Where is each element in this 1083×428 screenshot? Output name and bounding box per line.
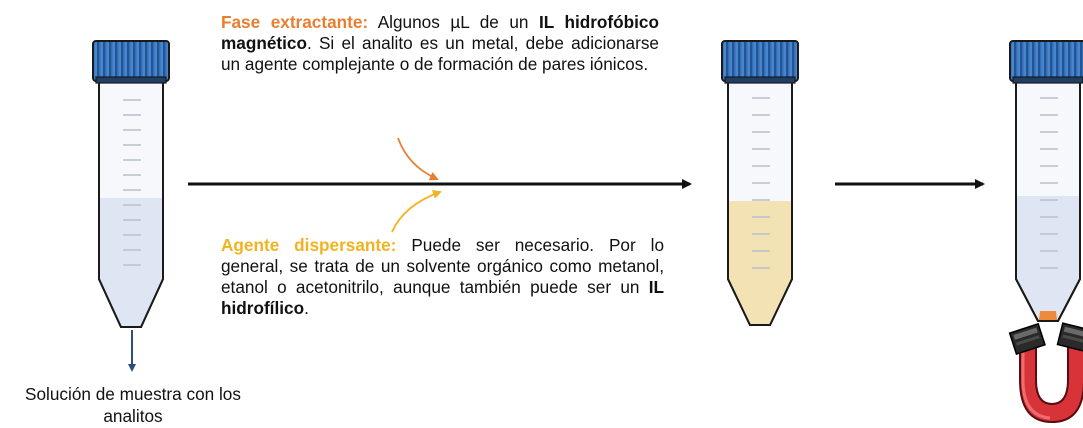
extractant-pointer-arrow	[397, 137, 439, 181]
tube-icon	[92, 40, 170, 328]
extractant-description: Fase extractante: Algunos µL de un IL hi…	[221, 12, 659, 75]
separated-tube	[1009, 40, 1083, 322]
magnet-icon	[1008, 322, 1083, 424]
dispersant-title: Agente dispersante:	[221, 235, 397, 255]
dispersant-text-b: .	[304, 298, 309, 318]
mixed-tube	[721, 40, 799, 326]
extractant-bold: IL hidrofóbico magnético	[221, 12, 659, 53]
dispersant-bold: IL hidrofílico	[221, 277, 664, 318]
tube-icon	[721, 40, 799, 326]
extractant-text-a: Algunos µL de un	[368, 12, 539, 32]
dispersant-text-a: Puede ser necesario. Por lo general, se …	[221, 235, 665, 297]
ionic-liquid-droplet	[1039, 311, 1057, 320]
dispersant-pointer-arrow	[391, 190, 442, 233]
sample-tube	[92, 40, 170, 328]
sample-caption: Solución de muestra con los analitos	[25, 384, 241, 426]
extractant-title: Fase extractante:	[221, 12, 369, 32]
dispersant-description: Agente dispersante: Puede ser necesario.…	[221, 235, 664, 319]
tube-icon	[1009, 40, 1083, 322]
extractant-text-b: . Si el analito es un metal, debe adicio…	[221, 33, 659, 74]
